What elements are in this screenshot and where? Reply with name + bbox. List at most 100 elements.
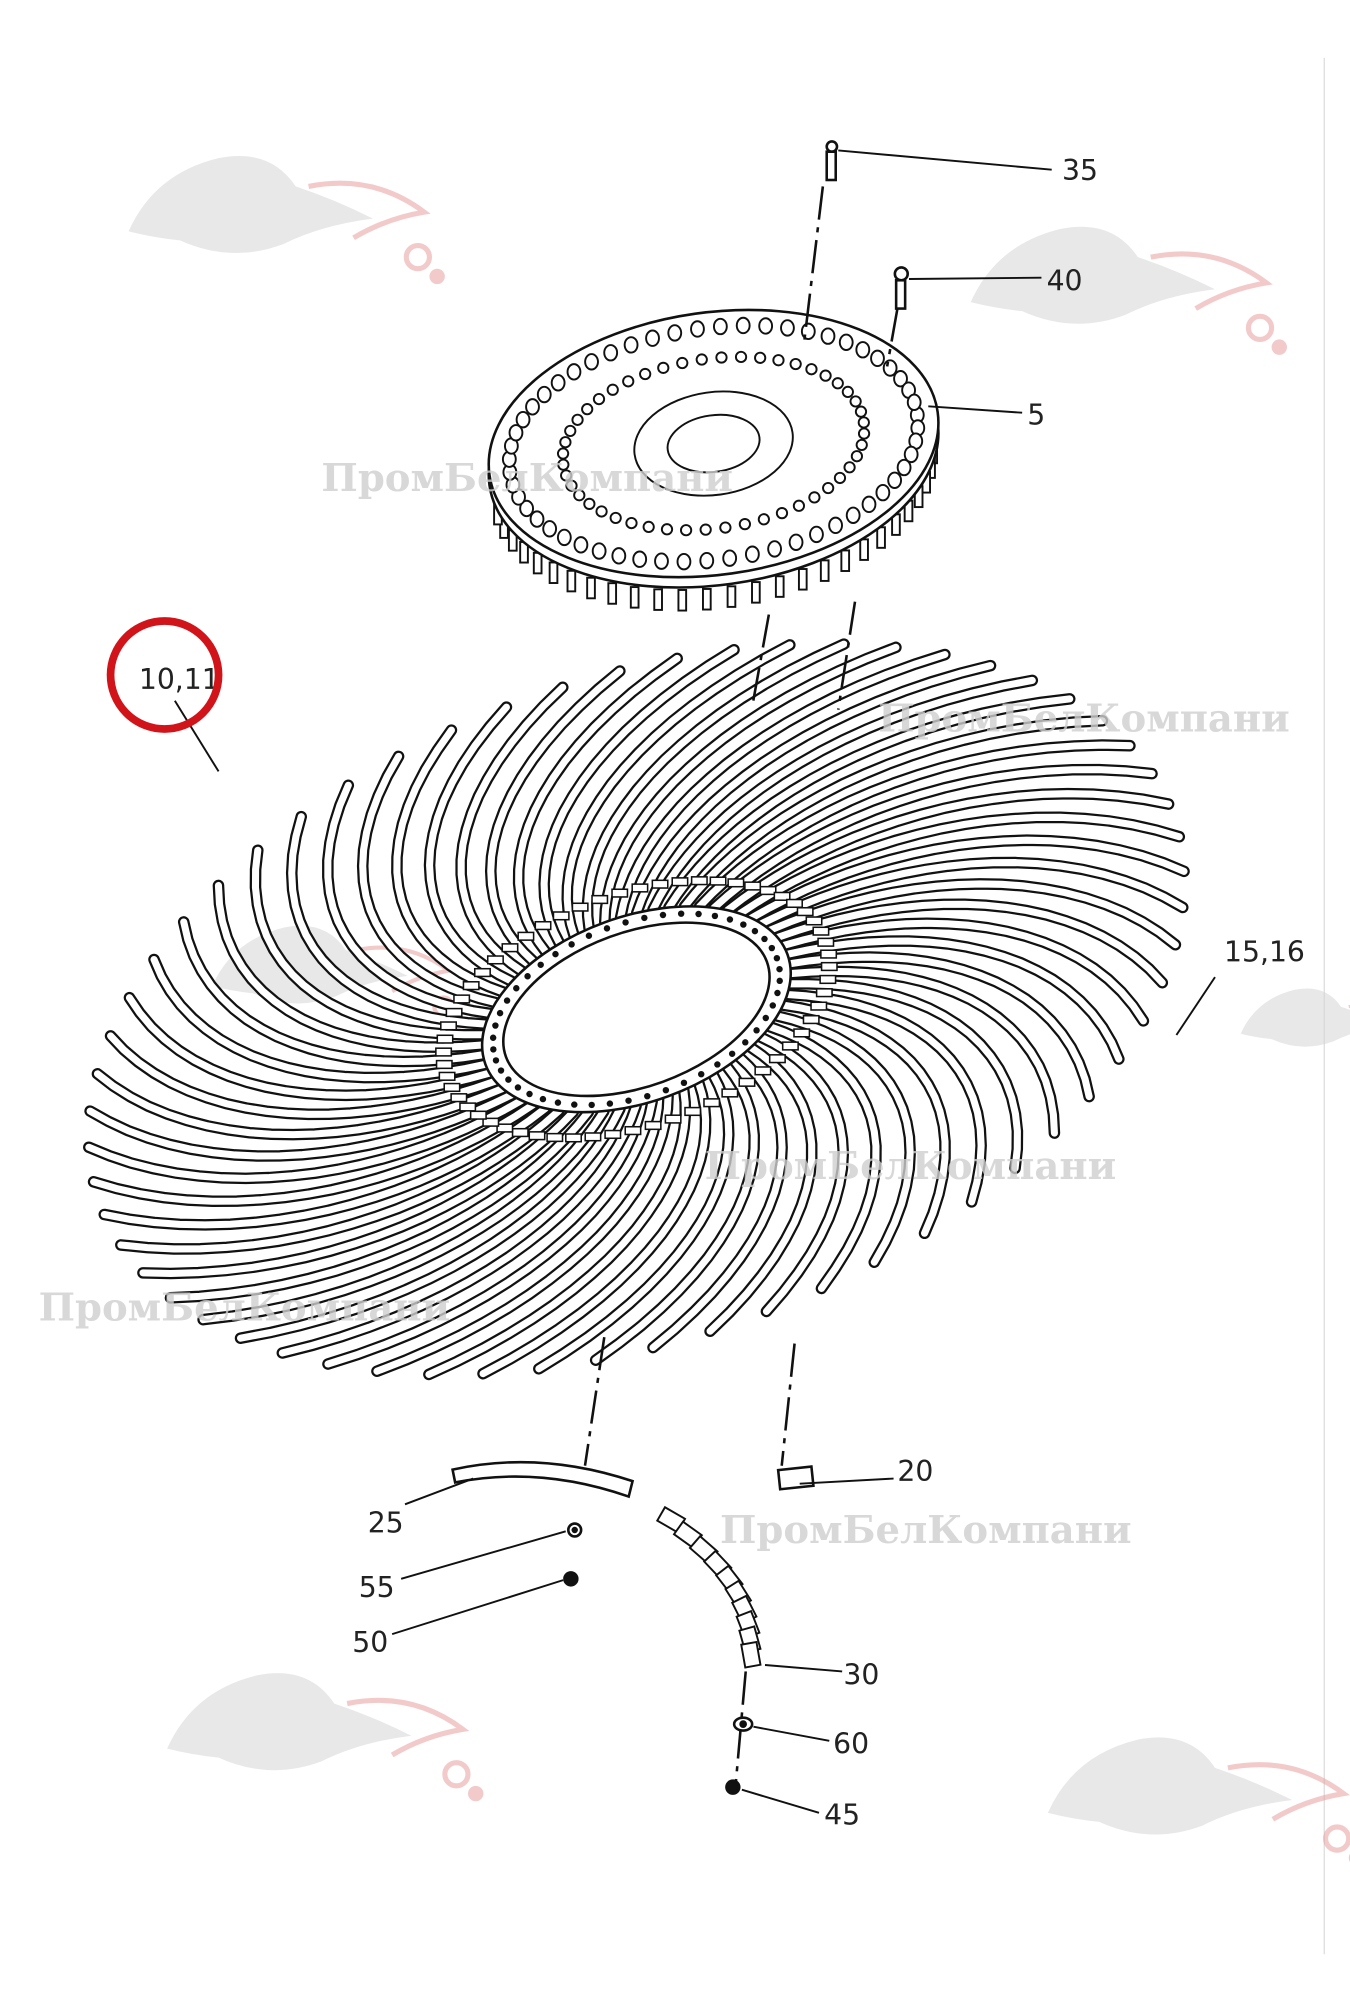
disk-hole bbox=[893, 370, 908, 388]
ring-hole bbox=[497, 1067, 505, 1074]
disk-tooth bbox=[726, 585, 737, 608]
tine-inner bbox=[139, 1108, 577, 1278]
disk-hole bbox=[843, 461, 856, 474]
ring-hole bbox=[513, 985, 520, 992]
ring-hole bbox=[603, 925, 611, 932]
tine-inner bbox=[515, 654, 681, 956]
tine-inner bbox=[786, 980, 1021, 1172]
tine-clamp bbox=[459, 1102, 477, 1112]
logo-watermark bbox=[970, 226, 1287, 355]
tine-clamp bbox=[815, 988, 833, 998]
callout-5: 5 bbox=[1027, 398, 1045, 431]
ring-hole bbox=[714, 1061, 721, 1068]
ring-hole bbox=[588, 1101, 595, 1109]
tine-clamp bbox=[611, 888, 629, 898]
tine-inner bbox=[540, 646, 738, 948]
ring-hole bbox=[753, 1027, 760, 1034]
disk-hole bbox=[536, 385, 552, 404]
ring-hole bbox=[524, 973, 531, 980]
disk-hole bbox=[676, 356, 689, 370]
tine-clamp bbox=[438, 1071, 456, 1081]
disk-hole bbox=[584, 353, 599, 371]
disk-hole bbox=[595, 505, 608, 518]
tine-inner bbox=[107, 1032, 499, 1118]
tine-clamp bbox=[496, 1123, 514, 1133]
tine-inner bbox=[535, 1071, 733, 1373]
disk-hole bbox=[854, 405, 868, 418]
tine-inner bbox=[359, 752, 500, 1007]
panther-icon bbox=[167, 1673, 412, 1771]
callout-30: 30 bbox=[843, 1658, 879, 1691]
disk-hole bbox=[556, 528, 572, 547]
tine-clamp bbox=[631, 883, 649, 893]
tine-inner bbox=[783, 937, 1123, 1063]
tine-clamp bbox=[546, 1132, 564, 1143]
disk-hole bbox=[611, 547, 627, 565]
panther-icon bbox=[128, 155, 373, 254]
disk-tooth bbox=[702, 588, 712, 611]
disk-hole bbox=[850, 450, 863, 463]
tine-clamp bbox=[810, 1001, 828, 1011]
tine-inner bbox=[696, 741, 1134, 911]
tine-inner bbox=[457, 683, 567, 975]
tine-clamp bbox=[820, 949, 838, 959]
ring-hole bbox=[554, 1099, 562, 1106]
disk-hole bbox=[676, 552, 692, 571]
part-50-nut bbox=[563, 1571, 579, 1587]
tine-clamp bbox=[624, 1125, 642, 1136]
tine-clamp bbox=[435, 1059, 453, 1070]
ring-hole bbox=[644, 1092, 651, 1100]
ring-hole bbox=[489, 1034, 497, 1041]
tine-inner bbox=[237, 1105, 624, 1342]
disk-hole bbox=[519, 499, 535, 518]
disk-hole bbox=[592, 392, 606, 406]
watermark-text: ПромБелКомпани bbox=[878, 697, 1290, 742]
tine-inner bbox=[680, 717, 1106, 910]
tine-clamp bbox=[754, 1066, 772, 1076]
callout-45: 45 bbox=[824, 1798, 860, 1831]
disk-hole bbox=[609, 511, 622, 525]
tine-clamp bbox=[445, 1007, 463, 1018]
tine-clamp bbox=[469, 1110, 487, 1120]
tine-inner bbox=[592, 1062, 758, 1364]
gear-icon bbox=[1245, 313, 1275, 343]
disk-tooth bbox=[607, 582, 618, 605]
tine-clamp bbox=[781, 1041, 799, 1051]
tine-inner bbox=[373, 1092, 672, 1375]
tine-inner bbox=[617, 651, 949, 921]
tine-inner bbox=[479, 1079, 710, 1378]
ring-hole bbox=[774, 989, 781, 997]
disk-hole bbox=[565, 479, 578, 492]
ring-hole bbox=[539, 1095, 547, 1103]
callout-15-16: 15,16 bbox=[1224, 936, 1305, 969]
disk-tooth bbox=[751, 581, 761, 604]
logo-watermark bbox=[128, 155, 445, 285]
disk-hole bbox=[573, 489, 586, 502]
tine-inner bbox=[324, 781, 494, 1017]
disk-hole bbox=[654, 552, 669, 570]
disk-tooth bbox=[876, 526, 886, 549]
tine-inner bbox=[736, 813, 1183, 918]
tine-clamp bbox=[703, 1098, 721, 1108]
tine-inner bbox=[601, 643, 900, 926]
disk-hole bbox=[831, 377, 844, 390]
ring-hole bbox=[568, 941, 575, 948]
disk-hole bbox=[792, 499, 806, 512]
watermark-text: ПромБелКомпани bbox=[705, 1144, 1117, 1189]
disk-tooth bbox=[677, 589, 688, 612]
ring-hole bbox=[641, 914, 648, 922]
tine-inner bbox=[487, 667, 624, 965]
disk-hole bbox=[573, 536, 589, 554]
tine-clamp bbox=[819, 974, 837, 985]
tine-inner bbox=[563, 641, 794, 940]
tine-clamp bbox=[768, 1054, 786, 1064]
tine-clamp bbox=[534, 920, 552, 931]
small-parts bbox=[451, 140, 909, 1795]
tine-clamp bbox=[786, 898, 803, 909]
disk-hole bbox=[699, 523, 712, 536]
ring-hole bbox=[768, 944, 776, 952]
tine-clamp bbox=[528, 1131, 546, 1141]
disk-hole bbox=[735, 316, 751, 335]
